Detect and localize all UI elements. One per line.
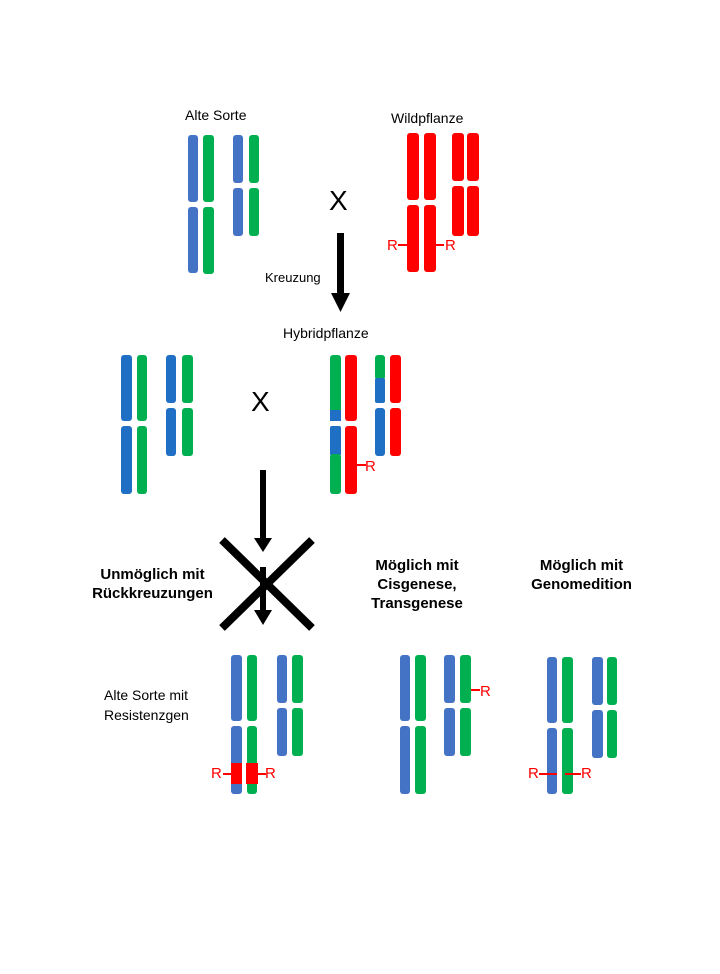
gene-label-r: R (528, 765, 539, 782)
label-alte-sorte: Alte Sorte (185, 107, 246, 123)
crossed-out-icon (222, 470, 312, 628)
label-wildpflanze: Wildpflanze (391, 110, 463, 126)
chromosome-pair-wildpflanze-1 (398, 133, 444, 272)
chromosome-pair-result-genomedition-2 (592, 657, 617, 758)
gene-label-r: R (387, 237, 398, 254)
gene-label-r: R (445, 237, 456, 254)
chromosome-pair-result-genomedition-1 (539, 657, 581, 794)
chromosome-pair-result-backcross-2 (277, 655, 303, 756)
gene-label-r: R (265, 765, 276, 782)
cross-symbol-middle: X (251, 386, 270, 418)
gene-label-r: R (365, 458, 376, 475)
label-hybridpflanze: Hybridpflanze (283, 325, 369, 341)
arrow-down-icon (331, 233, 350, 312)
chromosome-pair-result-backcross-1 (223, 655, 266, 794)
gene-label-r: R (581, 765, 592, 782)
chromosome-pair-alte-sorte-2 (233, 135, 259, 236)
chromosome-pair-wildpflanze-2 (452, 133, 479, 236)
gene-label-r: R (480, 683, 491, 700)
chromosome-pair-result-cisgenese-2 (444, 655, 480, 756)
label-unmoeglich-rueckkreuzungen: Unmöglich mit Rückkreuzungen (90, 565, 215, 603)
label-cisgenese-transgenese: Möglich mit Cisgenese, Transgenese (357, 556, 477, 613)
label-genomedition: Möglich mit Genomedition (524, 556, 639, 594)
chromosome-pair-alte-sorte-1 (188, 135, 214, 274)
cross-symbol-top: X (329, 185, 348, 217)
chromosome-pair-backcross-parent-1 (121, 355, 147, 494)
chromosome-pair-hybrid-2 (375, 355, 401, 456)
chromosome-pair-result-cisgenese-1 (400, 655, 426, 794)
chromosome-pair-hybrid-1 (330, 355, 366, 494)
label-alte-sorte-resistenzgen: Alte Sorte mit Resistenzgen (104, 685, 189, 725)
label-kreuzung: Kreuzung (265, 270, 321, 285)
gene-label-r: R (211, 765, 222, 782)
chromosome-pair-backcross-parent-2 (166, 355, 193, 456)
